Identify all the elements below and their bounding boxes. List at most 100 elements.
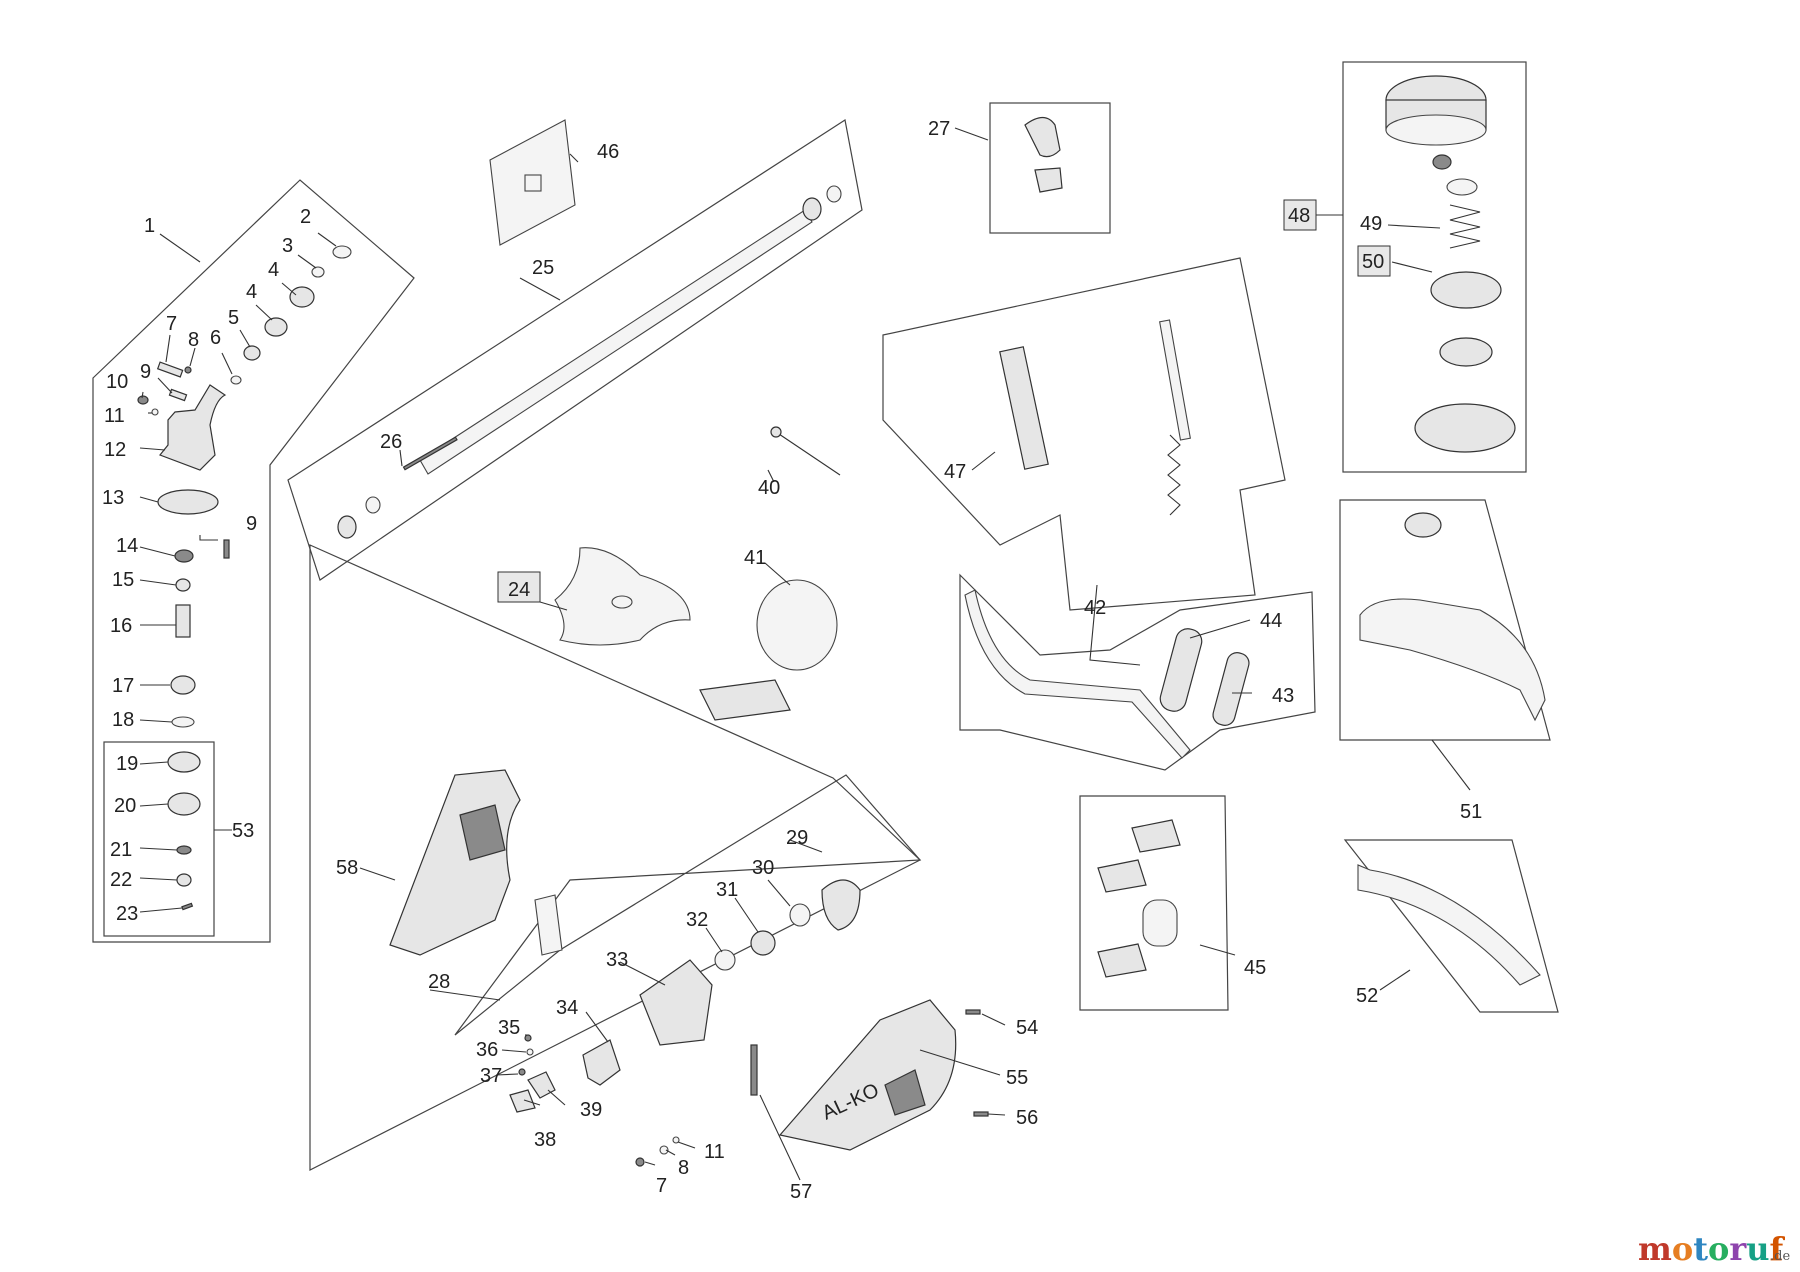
clamp-45-mid [1097,859,1147,893]
label-2: 2 [300,206,311,228]
wm-letter: o [1672,1230,1693,1268]
cover-13 [157,489,219,515]
spring-49 [1449,204,1481,249]
ring-18 [171,716,195,728]
label-52: 52 [1356,985,1378,1007]
label-4b: 4 [246,281,257,303]
box-50 [1357,245,1391,277]
bearing-31 [750,930,776,956]
label-38: 38 [534,1129,556,1151]
spool-50 [1430,271,1502,309]
nut-37 [518,1068,526,1076]
label-14: 14 [116,535,138,557]
washer-36 [526,1048,534,1056]
blade-24-hole [611,595,633,609]
label-15: 15 [112,569,134,591]
kit-48-outline [1342,61,1527,473]
comb-52-outline [1343,839,1559,1013]
label-4a: 4 [268,259,279,281]
label-31: 31 [716,879,738,901]
label-33: 33 [606,949,628,971]
washer-11b [672,1136,680,1144]
clip-38 [509,1089,536,1113]
bracket-27-b [1034,167,1063,193]
kit-53-outline [103,741,215,937]
spool-base [1414,403,1516,453]
label-42: 42 [1084,597,1106,619]
watermark: motoruf .de [1638,1230,1790,1268]
bushing-a [337,515,357,539]
spool-nut [1432,154,1452,170]
label-39: 39 [580,1099,602,1121]
housing-58 [389,769,521,956]
guard-51-mount [1404,512,1442,538]
label-46: 46 [597,141,619,163]
label-55: 55 [1006,1067,1028,1089]
screw-54 [965,1009,981,1015]
screw-56 [973,1111,989,1117]
housing-58-grille [459,804,506,861]
svg-text:motoruf: motoruf [1638,1230,1785,1268]
bushing-c [802,197,822,221]
wm-letter: m [1638,1230,1672,1268]
label-29: 29 [786,827,808,849]
label-9b: 9 [246,513,257,535]
label-40: 40 [758,477,780,499]
bracket-27-outline [989,102,1111,234]
label-1: 1 [144,215,155,237]
label-58: 58 [336,857,358,879]
box-24 [497,571,541,603]
label-8: 8 [188,329,199,351]
housing-55 [778,999,957,1151]
label-26: 26 [380,431,402,453]
label-28: 28 [428,971,450,993]
nut-8 [184,366,192,374]
wm-letter: t [1693,1230,1708,1268]
bushing-d [826,185,842,203]
ring-32 [714,949,736,971]
label-48: 48 [1288,205,1310,227]
washer-19 [167,751,201,773]
filter-58 [534,894,563,956]
bracket-57 [750,1044,758,1096]
label-20: 20 [114,795,136,817]
gear-5 [243,345,261,361]
shaft-16 [175,604,191,638]
label-27: 27 [928,118,950,140]
screw-7b [635,1157,645,1167]
wm-letter: r [1729,1230,1747,1268]
label-16: 16 [110,615,132,637]
ring-3 [311,266,325,278]
throttle-47-spring [1167,434,1181,516]
washer-8b [659,1145,669,1155]
nut-15 [175,578,191,592]
plate-46-window [524,174,542,192]
clamp-45-sleeve [1142,899,1178,947]
nut-22 [176,873,192,887]
label-51: 51 [1460,801,1482,823]
label-23: 23 [116,903,138,925]
label-25: 25 [532,257,554,279]
gear-housing-12 [159,384,227,471]
harness-41-strap [756,579,838,671]
bearing-4a [289,286,315,308]
label-43: 43 [1272,685,1294,707]
clamp-45-bottom [1097,943,1147,978]
pin-23 [181,902,194,911]
housing-33 [639,959,713,1046]
label-11b: 11 [704,1141,725,1163]
label-37: 37 [480,1065,502,1087]
screw-9 [168,388,188,402]
part-number-labels: 1 2 3 4 4 5 6 7 8 9 10 11 12 13 9 14 15 … [102,118,1482,1203]
label-41: 41 [744,547,766,569]
washer-21 [176,845,192,855]
label-7b: 7 [656,1175,667,1197]
label-19: 19 [116,753,138,775]
screw-9b [223,539,230,559]
ring-30 [789,903,811,927]
screw-35 [524,1034,532,1042]
label-24: 24 [508,579,530,601]
flange-20 [167,792,201,816]
label-13: 13 [102,487,124,509]
